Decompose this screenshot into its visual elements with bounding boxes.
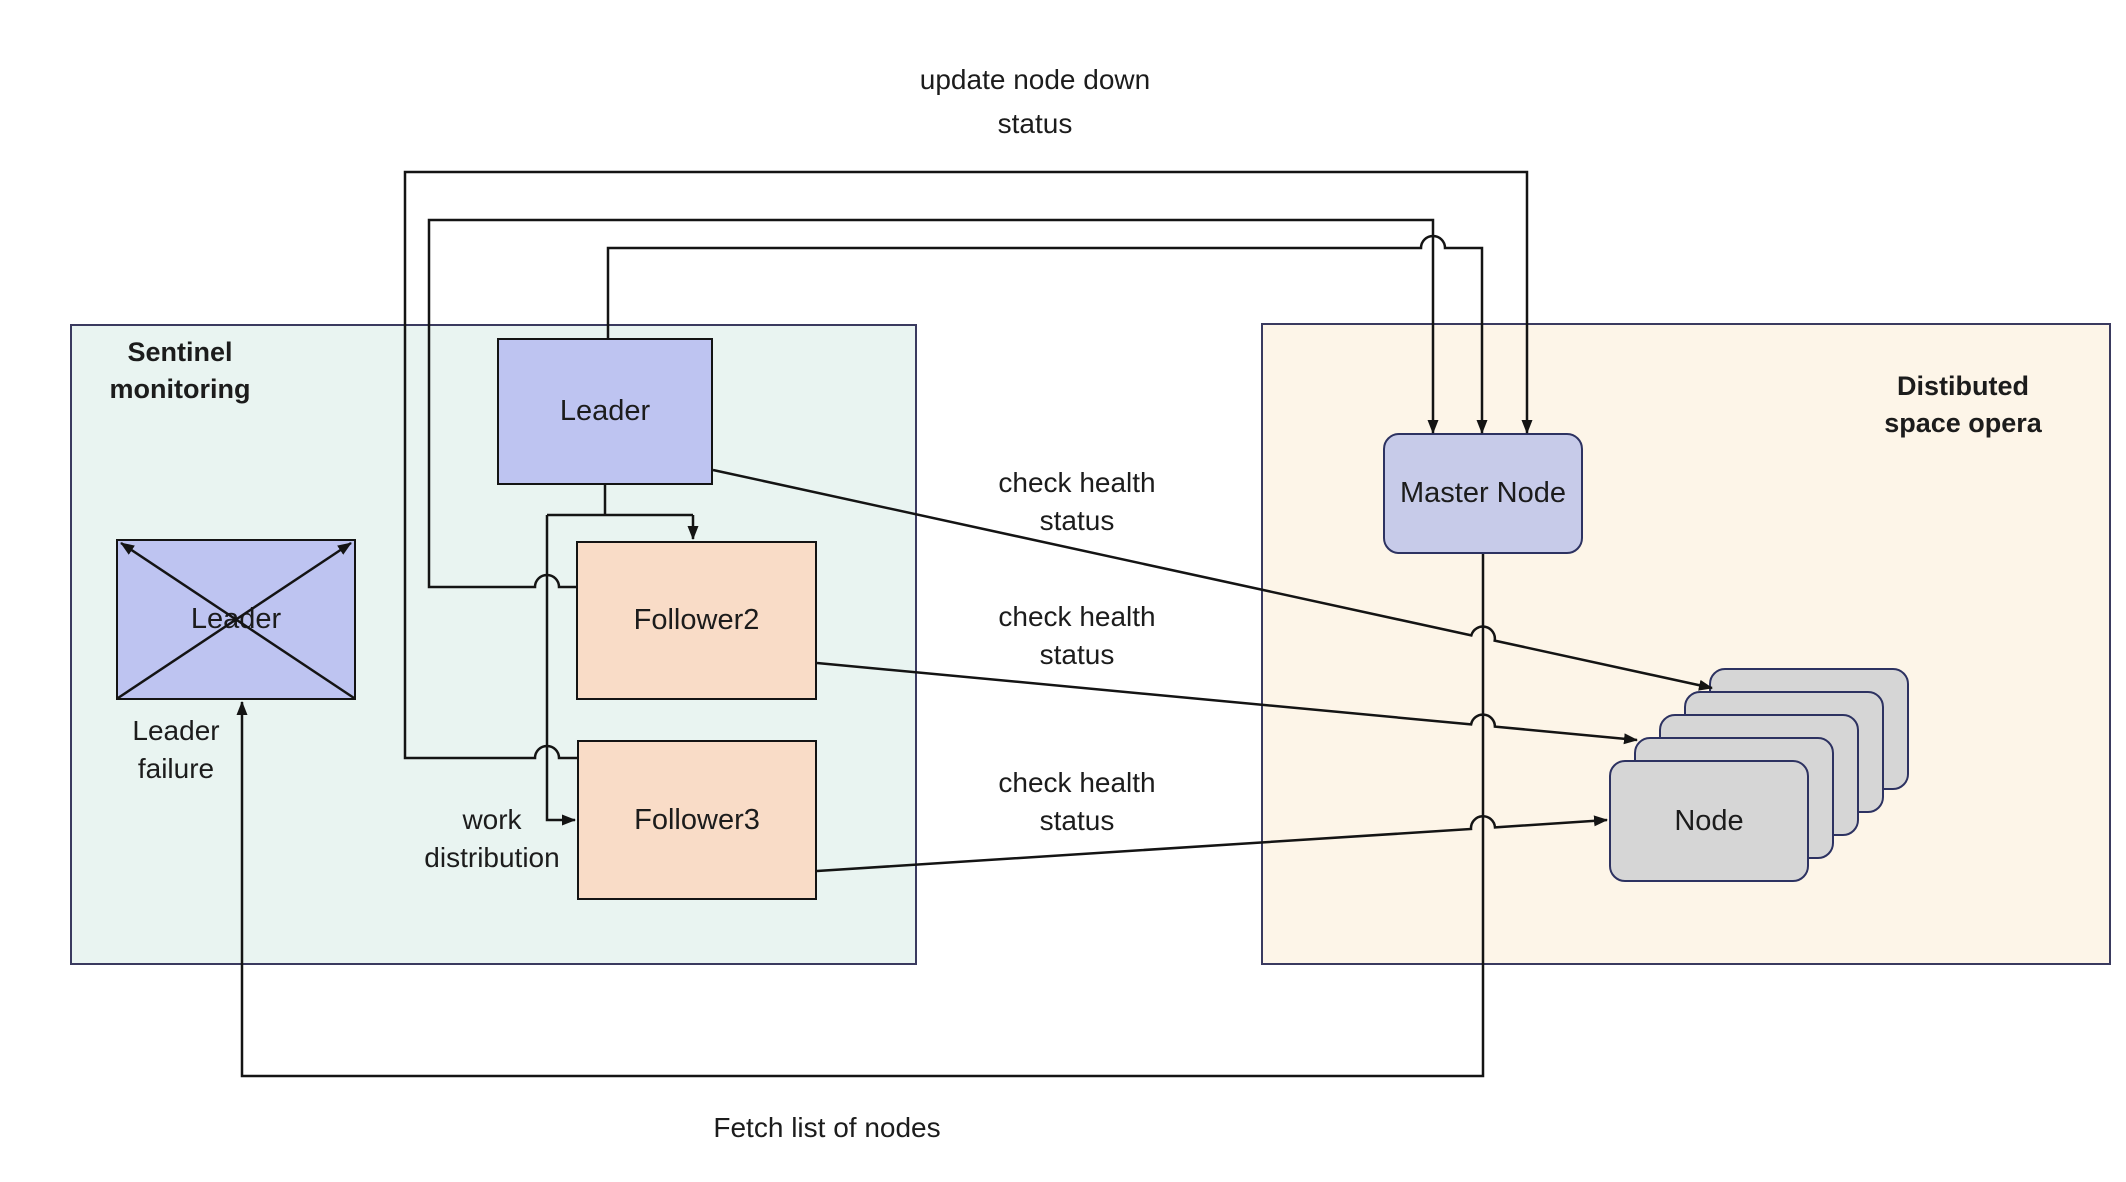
edge-follower2-to-master [427,218,1439,589]
edge-check-health-2 [816,661,1638,745]
failed-leader-cross-stroke-1 [120,541,355,700]
fetch-list-label: Fetch list of nodes [713,1112,941,1143]
check-health-label-1: check health status [998,467,1156,536]
edge-check-health-3 [816,814,1608,873]
sentinel-title: Sentinel monitoring [110,334,251,408]
sentinel-title-line2: monitoring [109,374,251,404]
leader-failure-label: Leader failure [132,715,220,784]
edge-fetch-list-of-nodes [236,554,1485,1078]
edge-leader-to-master [606,234,1488,434]
opera-title-line2: space opera [1884,408,2042,438]
opera-title-line1: Distibuted [1897,371,2029,401]
follower3-node[interactable]: Follower3 [577,740,817,900]
check-health-label-3: check health status [998,767,1156,836]
sentinel-title-line1: Sentinel [127,337,233,367]
edge-check-health-1 [712,468,1713,691]
node-card-front[interactable]: Node [1609,760,1809,882]
opera-title: Distibuted space opera [1884,368,2042,442]
failed-leader-cross-stroke-2 [117,541,352,700]
update-status-label: update node down status [919,64,1151,139]
check-health-label-2: check health status [998,601,1156,670]
edge-work-distribution-to-follower3 [545,515,576,826]
work-distribution-label: work distribution [424,804,560,873]
edge-follower3-to-master [403,170,1533,760]
